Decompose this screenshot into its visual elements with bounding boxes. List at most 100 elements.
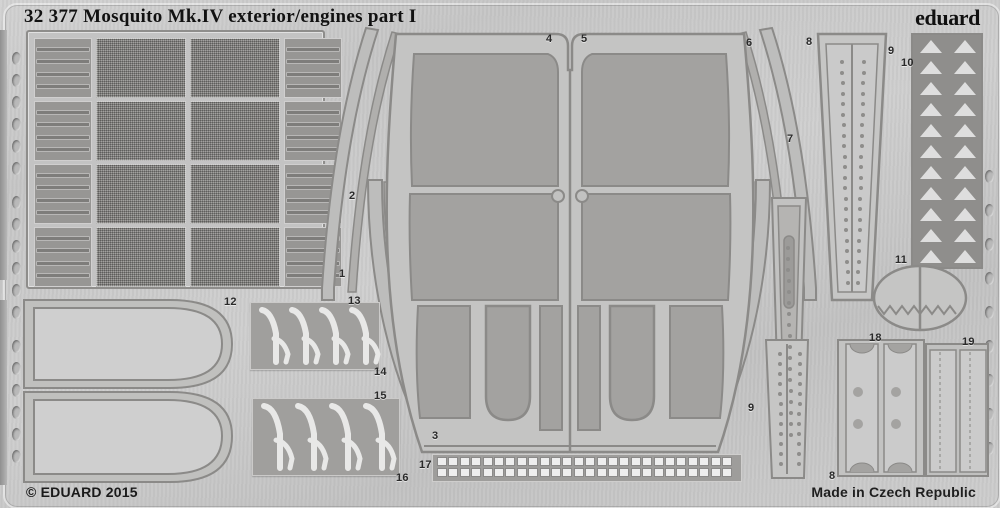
- rivet-dot: [860, 123, 865, 127]
- ladder-rung: [620, 458, 629, 465]
- part-label-11: 11: [895, 254, 908, 266]
- ladder-rung: [643, 458, 652, 465]
- mesh-cell: [190, 164, 280, 224]
- sprocket-hole-right: [985, 340, 994, 353]
- triangle-cutout: [954, 250, 976, 263]
- mesh-slat: [36, 59, 90, 65]
- ladder-rung: [563, 458, 572, 465]
- rivet-dot: [797, 422, 802, 426]
- part-label-2: 2: [349, 190, 356, 202]
- ladder-rung: [438, 458, 446, 465]
- rivet-dot: [788, 400, 793, 404]
- triangle-cutout: [954, 208, 976, 221]
- brand-logo: eduard: [915, 5, 980, 30]
- ladder-rung: [597, 458, 606, 465]
- rivet-dot: [842, 154, 847, 159]
- rivet-dot: [858, 207, 863, 211]
- rivet-dot: [786, 246, 790, 250]
- shroud-vane: [261, 403, 283, 471]
- ladder-rung: [495, 469, 503, 476]
- rivet-dot: [856, 270, 861, 274]
- mesh-slat-block: [284, 38, 342, 98]
- rivet-dot: [843, 196, 848, 201]
- shroud-vane-lower: [361, 336, 381, 365]
- rivet-dot: [788, 367, 793, 371]
- mesh-cell: [96, 227, 186, 287]
- triangle-cutout: [954, 103, 976, 116]
- rivet-dot: [797, 452, 801, 456]
- rivet-dot: [840, 81, 845, 85]
- ladder-rung: [711, 469, 720, 476]
- rivet-dot: [841, 133, 846, 138]
- mesh-cell: [96, 164, 186, 224]
- mesh-slat: [286, 71, 340, 77]
- ladder-rung: [609, 458, 617, 465]
- rivet-dot: [841, 112, 846, 117]
- part-4-5-cowl-assembly: [385, 32, 755, 454]
- triangle-cutout: [920, 124, 942, 137]
- ladder-rung: [586, 458, 595, 465]
- sprocket-hole: [12, 284, 21, 297]
- mesh-slat: [36, 47, 90, 53]
- shroud-vane: [295, 403, 317, 471]
- part-18-flap-panel: [837, 339, 925, 477]
- sprocket-hole-right: [985, 408, 994, 421]
- rivet-dot: [858, 196, 863, 201]
- rivet-dot: [786, 268, 791, 272]
- rivet-dot: [859, 154, 864, 159]
- rivet-dot: [778, 352, 782, 356]
- triangle-cutout: [920, 166, 942, 179]
- sprocket-hole: [12, 52, 21, 65]
- part-label-13: 13: [348, 295, 361, 307]
- sprocket-hole: [12, 196, 21, 209]
- ladder-rung: [723, 469, 731, 476]
- sprocket-hole: [12, 118, 21, 131]
- mesh-slat: [36, 248, 90, 254]
- rivet-dot: [862, 60, 866, 64]
- left-rail-lower: [0, 300, 7, 485]
- rivet-dot: [858, 186, 863, 190]
- ladder-rung: [700, 469, 709, 476]
- ladder-rung: [540, 469, 549, 476]
- mesh-slat: [286, 83, 340, 89]
- ladder-rung: [449, 458, 458, 465]
- ladder-rung: [574, 458, 583, 465]
- rivet-dot: [840, 60, 844, 64]
- rivet-dot: [844, 228, 849, 232]
- mesh-slat: [36, 83, 90, 89]
- part-label-8b: 8: [829, 470, 836, 482]
- rivet-dot: [778, 372, 783, 376]
- triangle-cutout: [954, 82, 976, 95]
- rivet-dot: [856, 259, 861, 264]
- triangle-cutout: [920, 145, 942, 158]
- rivet-dot: [789, 422, 794, 426]
- mesh-slat-block: [34, 101, 92, 161]
- rivet-dot: [840, 70, 845, 75]
- mesh-cell: [96, 38, 186, 98]
- mesh-slat: [286, 185, 340, 191]
- mesh-slat-block: [284, 101, 342, 161]
- rivet-dot: [778, 362, 783, 366]
- rivet-dot: [859, 165, 864, 169]
- rivet-dot: [861, 70, 866, 75]
- shroud-vane-lower: [341, 437, 363, 471]
- mesh-slat: [286, 260, 340, 266]
- shroud-vane-lower: [301, 336, 321, 365]
- mesh-slat: [286, 248, 340, 254]
- ladder-rung: [688, 469, 697, 476]
- shroud-vane: [259, 307, 279, 365]
- mesh-slat-block: [34, 227, 92, 287]
- triangle-cutout: [954, 229, 976, 242]
- sprocket-hole-right: [985, 272, 994, 285]
- mesh-slat: [36, 272, 90, 278]
- triangle-cutout: [954, 40, 976, 53]
- rivet-dot: [841, 102, 846, 106]
- shroud-vane: [289, 307, 309, 365]
- mesh-cell: [190, 101, 280, 161]
- sprocket-hole-right: [985, 374, 994, 387]
- rivet-dot: [856, 249, 861, 253]
- ladder-rung: [597, 469, 606, 476]
- mesh-slat: [286, 146, 340, 152]
